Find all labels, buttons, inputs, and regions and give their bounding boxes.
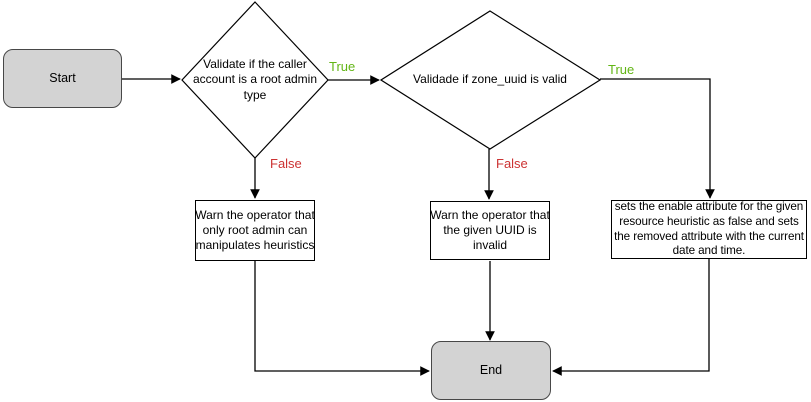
edge-set-enable-to-end: [552, 259, 710, 376]
decision1-true-label: True: [329, 59, 356, 74]
decision2-true-label: True: [608, 62, 635, 77]
decision-zone-uuid-shape: [379, 10, 602, 150]
end-node: End: [431, 341, 551, 400]
decision-zone-uuid-label: Validade if zone_uuid is valid: [413, 72, 567, 87]
decision-root-admin-label: Validate if the caller account is a root…: [192, 56, 318, 102]
edge-warn-root-admin-to-end: [254, 261, 430, 376]
edge-decision2-true-to-set-enable: [600, 78, 715, 199]
process-warn-root-admin: Warn the operator that only root admin c…: [195, 200, 315, 261]
decision-root-admin-label-box: Validate if the caller account is a root…: [183, 38, 327, 122]
process-set-enable-attribute-label: sets the enable attribute for the given …: [614, 200, 804, 258]
decision2-false-label: False: [496, 156, 528, 171]
decision1-false-label: False: [270, 156, 302, 171]
process-set-enable-attribute: sets the enable attribute for the given …: [611, 200, 807, 259]
process-warn-invalid-uuid-label: Warn the operator that the given UUID is…: [430, 208, 550, 252]
decision-zone-uuid-label-box: Validade if zone_uuid is valid: [390, 65, 590, 95]
start-node: Start: [3, 49, 122, 108]
end-node-label: End: [479, 362, 503, 377]
process-warn-root-admin-label: Warn the operator that only root admin c…: [195, 208, 315, 252]
process-warn-invalid-uuid: Warn the operator that the given UUID is…: [430, 201, 550, 260]
start-node-label: Start: [49, 70, 76, 85]
